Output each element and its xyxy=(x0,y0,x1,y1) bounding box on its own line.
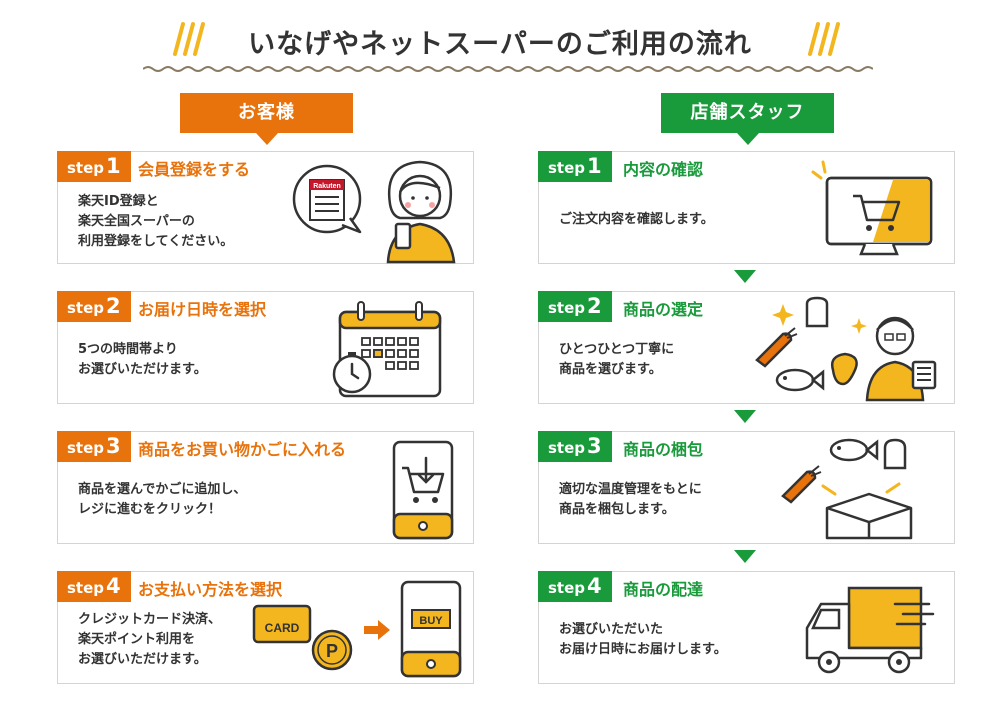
wavy-underline xyxy=(143,66,873,72)
credit-card-icon: CARD xyxy=(252,604,312,644)
step-tab: step2 xyxy=(57,291,131,322)
step-title: 内容の確認 xyxy=(623,160,704,179)
step-description: ご注文内容を確認します。 xyxy=(559,212,714,227)
page-header: いなげやネットスーパーのご利用の流れ xyxy=(0,0,1000,80)
point-label: P xyxy=(326,641,338,661)
step-tab: step1 xyxy=(538,151,612,182)
step-tab: step2 xyxy=(538,291,612,322)
step-tab: step3 xyxy=(57,431,131,462)
step-description: お選びいただいた お届け日時にお届けします。 xyxy=(559,622,727,657)
customer-step-card: step4 お支払い方法を選択 クレジットカード決済、 楽天ポイント利用を お選… xyxy=(57,571,474,684)
step-tab: step3 xyxy=(538,431,612,462)
column-header-customer: お客様 xyxy=(180,93,353,145)
monitor-cart-icon xyxy=(811,160,933,256)
step-description: 5つの時間帯より お選びいただけます。 xyxy=(78,342,207,377)
slash-deco-icon xyxy=(173,22,205,56)
page-title: いなげやネットスーパーのご利用の流れ xyxy=(248,29,752,60)
step-tab: step4 xyxy=(57,571,131,602)
phone-buy-icon: BUY xyxy=(400,580,462,678)
phone-cart-icon xyxy=(392,440,454,540)
customer-step-card: step3 商品をお買い物かごに入れる 商品を選んでかごに追加し、 レジに進むを… xyxy=(57,431,474,544)
arrow-right-icon xyxy=(364,620,390,640)
customer-step-card: step2 お届け日時を選択 5つの時間帯より お選びいただけます。 xyxy=(57,291,474,404)
step-description: クレジットカード決済、 楽天ポイント利用を お選びいただけます。 xyxy=(78,612,222,667)
step-title: 商品をお買い物かごに入れる xyxy=(138,440,347,459)
slash-deco-icon xyxy=(808,22,840,56)
step-title: 商品の選定 xyxy=(623,300,704,319)
staff-step-card: step3 商品の梱包 適切な温度管理をもとに 商品を梱包します。 xyxy=(538,431,955,544)
flow-arrow-icon xyxy=(734,550,756,563)
step-title: 商品の梱包 xyxy=(623,440,704,459)
rakuten-logo-text: Rakuten xyxy=(313,183,341,190)
groceries-box-icon xyxy=(781,438,913,540)
customer-step-card: step1 会員登録をする 楽天ID登録と 楽天全国スーパーの 利用登録をしてく… xyxy=(57,151,474,264)
rakuten-form-icon: Rakuten xyxy=(292,164,362,234)
step-title: お支払い方法を選択 xyxy=(138,580,283,599)
flow-arrow-icon xyxy=(734,410,756,423)
staff-step-card: step1 内容の確認 ご注文内容を確認します。 xyxy=(538,151,955,264)
step-description: 楽天ID登録と 楽天全国スーパーの 利用登録をしてください。 xyxy=(78,194,234,249)
step-title: お届け日時を選択 xyxy=(138,300,267,319)
step-description: 商品を選んでかごに追加し、 レジに進むをクリック！ xyxy=(78,482,247,517)
point-coin-icon: P xyxy=(311,629,353,671)
buy-label: BUY xyxy=(419,615,443,627)
staff-step-card: step2 商品の選定 ひとつひとつ丁寧に 商品を選びます。 xyxy=(538,291,955,404)
card-label: CARD xyxy=(265,621,300,635)
delivery-truck-icon xyxy=(805,586,935,674)
staff-step-card: step4 商品の配達 お選びいただいた お届け日時にお届けします。 xyxy=(538,571,955,684)
step-tab: step4 xyxy=(538,571,612,602)
step-description: 適切な温度管理をもとに 商品を梱包します。 xyxy=(559,482,702,517)
flow-arrow-icon xyxy=(734,270,756,283)
column-header-staff: 店舗スタッフ xyxy=(661,93,834,145)
step-description: ひとつひとつ丁寧に 商品を選びます。 xyxy=(559,342,675,377)
step-tab: step1 xyxy=(57,151,131,182)
step-title: 会員登録をする xyxy=(138,160,251,179)
woman-smartphone-icon xyxy=(386,160,456,264)
calendar-clock-icon xyxy=(332,301,442,398)
step-title: 商品の配達 xyxy=(623,580,704,599)
staff-groceries-icon xyxy=(755,296,937,402)
